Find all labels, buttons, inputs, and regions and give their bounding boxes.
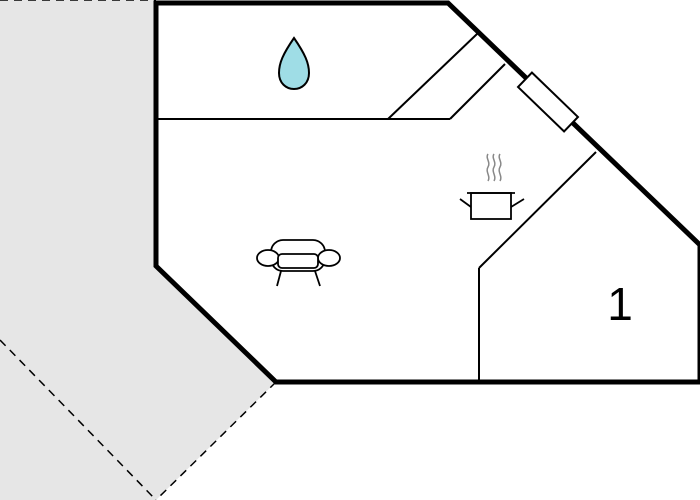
- cooking-pot-icon: [459, 153, 525, 220]
- outer-wall: [153, 0, 700, 385]
- inner-walls: [158, 33, 597, 382]
- bedroom-number-label: 1: [607, 278, 633, 330]
- window: [516, 71, 580, 133]
- terrace-area: [0, 0, 277, 500]
- sofa-icon: [256, 239, 341, 287]
- bathroom-diagonal-wall: [387, 33, 478, 120]
- water-drop-icon: [277, 36, 311, 91]
- bathroom-diagonal-wall-2: [449, 63, 506, 120]
- bedroom-wall-diagonal: [478, 151, 597, 269]
